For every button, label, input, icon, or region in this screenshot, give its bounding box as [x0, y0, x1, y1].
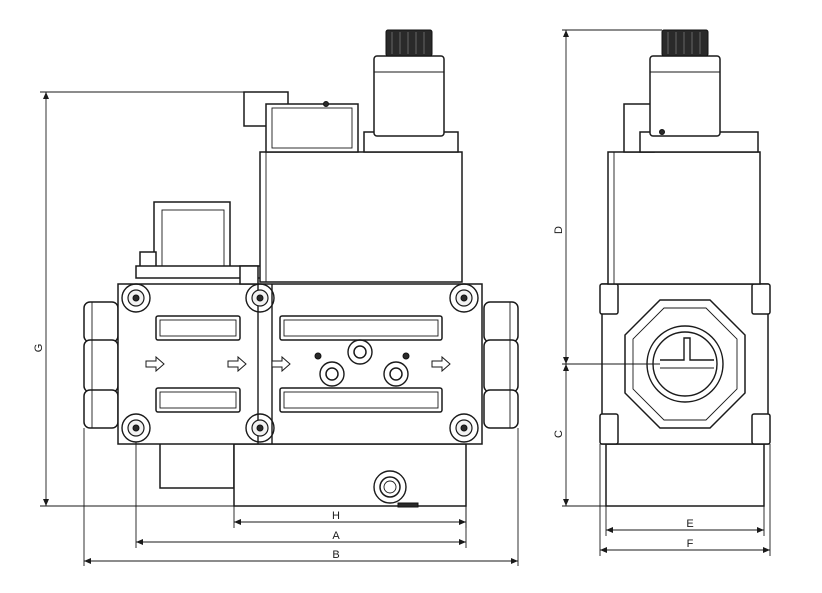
- dimension-h: H: [233, 506, 467, 528]
- bottom-block: [233, 443, 467, 508]
- dimension-g: G: [33, 91, 244, 507]
- main-solenoid-coil: [243, 29, 463, 283]
- side-view: [599, 29, 771, 507]
- dimension-label-b: B: [332, 549, 339, 561]
- dimension-label-h: H: [332, 510, 340, 522]
- right-pipe-fitting: [483, 301, 519, 429]
- dimension-e: E: [605, 506, 765, 536]
- dimension-label-c: C: [553, 430, 565, 438]
- dimension-label-f: F: [687, 538, 694, 550]
- valve-body: [117, 283, 483, 445]
- dimension-b: B: [83, 428, 519, 566]
- flow-windows: [155, 315, 443, 413]
- dimension-label-e: E: [686, 518, 693, 530]
- dimension-label-g: G: [33, 344, 45, 353]
- left-pipe-fitting: [83, 301, 119, 429]
- flow-direction-arrows: [145, 355, 451, 373]
- hex-inlet: [624, 299, 746, 429]
- dimension-label-a: A: [332, 530, 340, 542]
- left-solenoid: [135, 201, 263, 285]
- dimension-f: F: [599, 444, 771, 556]
- dimension-d: D: [553, 29, 662, 365]
- dimension-c: C: [553, 364, 606, 507]
- dimension-label-d: D: [553, 226, 565, 234]
- mounting-bolts: [121, 283, 479, 443]
- lower-housing: [159, 439, 235, 489]
- pressure-test-ports: [314, 339, 410, 387]
- front-view: [83, 29, 519, 508]
- dimension-a: A: [135, 442, 467, 548]
